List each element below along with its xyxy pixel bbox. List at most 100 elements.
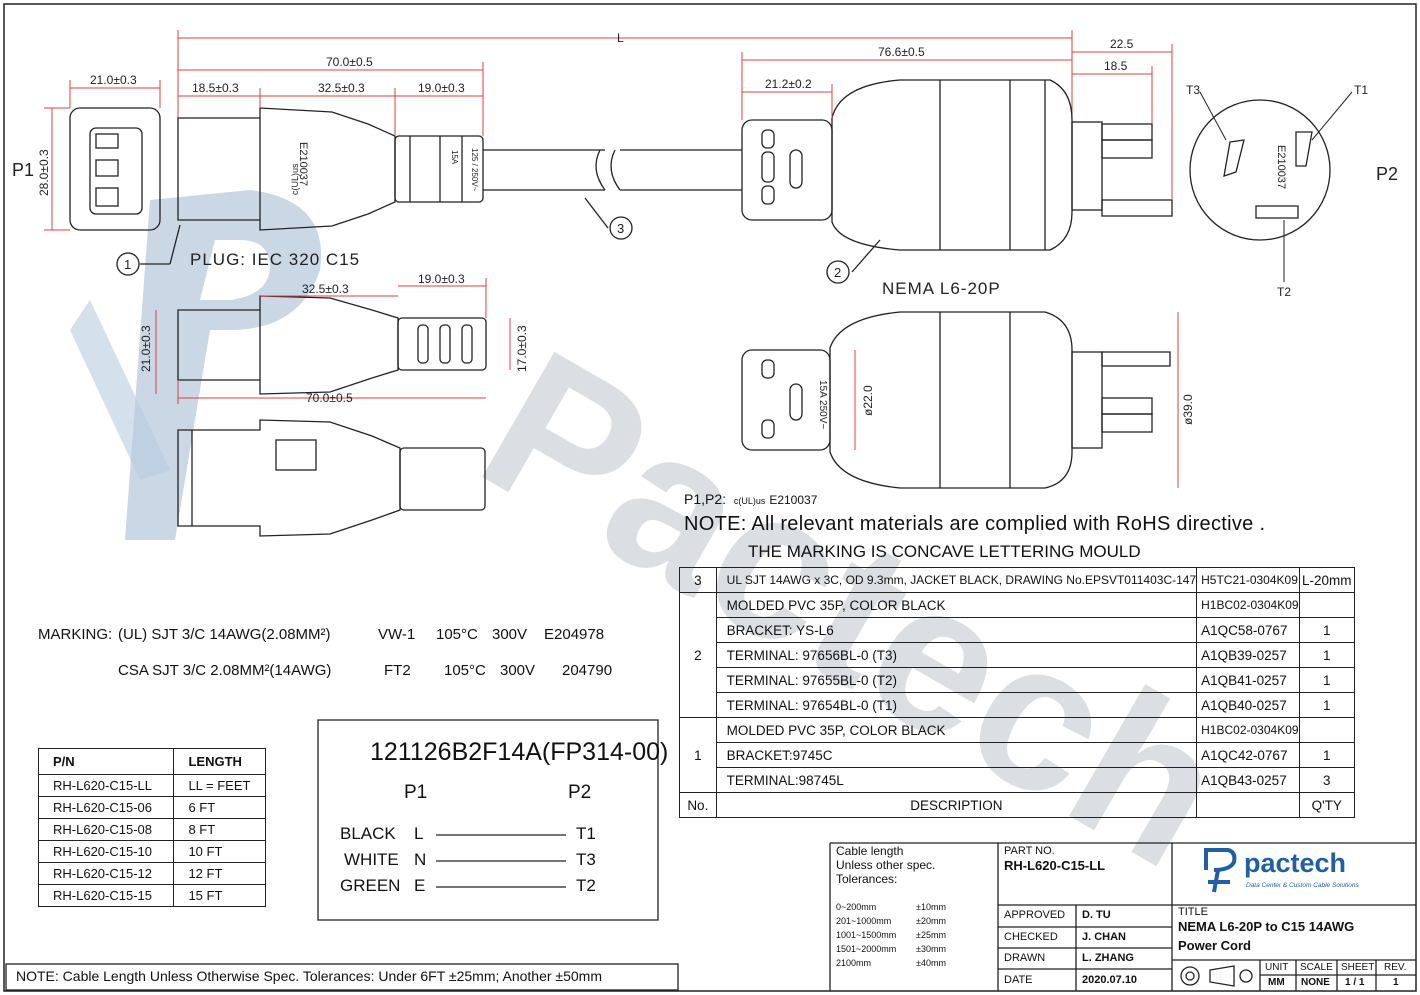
bom-footer-qty: Q'TY — [1298, 792, 1356, 818]
p1p2-cert: E210037 — [769, 493, 818, 507]
bom-code: A1QB43-0257 — [1196, 767, 1300, 793]
checked-label: CHECKED — [1004, 931, 1058, 943]
bom-row: BRACKET:9745C A1QC42-0767 1 — [680, 742, 1356, 768]
cable — [483, 149, 742, 191]
wire-to: T2 — [576, 876, 596, 895]
dim-22.5: 22.5 — [1110, 37, 1134, 51]
l6-top-view — [741, 311, 1171, 489]
dim-21-face: 21.0±0.3 — [90, 73, 137, 87]
callout-2-num: 2 — [834, 265, 841, 280]
dim-18.5-b: 18.5 — [1104, 59, 1128, 73]
tol-range: 0~200mm — [836, 902, 877, 912]
bom-qty: L-20mm — [1298, 567, 1356, 593]
bom-code: H1BC02-0304K09 — [1196, 717, 1300, 743]
dim-18.5: 18.5±0.3 — [192, 81, 239, 95]
bom-footer-desc: DESCRIPTION — [715, 792, 1198, 818]
wire-from: N — [414, 850, 427, 869]
bom-code: A1QB39-0257 — [1196, 642, 1300, 668]
marking-line1-volt: 300V — [492, 626, 528, 643]
tol-value: ±10mm — [916, 902, 946, 912]
bom-row: 2 MOLDED PVC 35P, COLOR BLACK H1BC02-030… — [679, 592, 1356, 718]
pn-cell: RH-L620-C15-08 — [37, 818, 175, 841]
logo-tagline: Data Center & Custom Cable Solutions — [1246, 882, 1359, 889]
length-cell: LL = FEET — [173, 774, 266, 797]
wire-to: T3 — [576, 850, 596, 869]
bom-desc: TERMINAL: 97656BL-0 (T3) — [715, 642, 1198, 668]
tolerance-row: 201~1000mm±20mm — [836, 916, 986, 926]
dim-28-face: 28.0±0.3 — [37, 149, 51, 196]
dim-phi22: ø22.0 — [861, 385, 875, 416]
title-block-frame — [829, 842, 1416, 991]
c15-bottom-view — [177, 419, 486, 537]
bom-qty — [1298, 592, 1356, 618]
dim-phi39: ø39.0 — [1181, 394, 1195, 425]
t3-label: T3 — [1186, 83, 1200, 97]
dim-21-v: 21.0±0.3 — [139, 325, 153, 372]
pn-cell: RH-L620-C15-10 — [37, 840, 175, 863]
bom-row: 1 MOLDED PVC 35P, COLOR BLACK H1BC02-030… — [679, 717, 1356, 793]
pn-cell: RH-L620-C15-15 — [37, 884, 175, 907]
bom-row: TERMINAL:98745L A1QB43-0257 3 — [680, 767, 1356, 793]
marking-line1-cert: E204978 — [544, 626, 605, 643]
marking-line2-volt: 300V — [500, 662, 536, 679]
scale-value: NONE — [1301, 977, 1330, 988]
dim-32.5-b: 32.5±0.3 — [302, 282, 349, 296]
plug2-label: NEMA L6-20P — [882, 279, 1001, 298]
c15-rating1: 15A — [450, 150, 459, 165]
bom-code: H5TC21-0304K09 — [1196, 567, 1300, 593]
title-label: TITLE — [1178, 906, 1208, 918]
callout-1-num: 1 — [124, 257, 131, 272]
dim-70-top: 70.0±0.5 — [326, 55, 373, 69]
marking-line1-spec: (UL) SJT 3/C 14AWG(2.08MM²) — [118, 626, 331, 643]
marking-label: MARKING: — [38, 626, 113, 643]
dim-32.5: 32.5±0.3 — [318, 81, 365, 95]
bom-row: 3 UL SJT 14AWG x 3C, OD 9.3mm, JACKET BL… — [679, 567, 1356, 593]
part-no-value: RH-L620-C15-LL — [1004, 858, 1106, 873]
c15-cert: E210037 — [297, 142, 309, 186]
c15-face-view — [69, 107, 161, 231]
bom-footer-no: No. — [679, 792, 717, 818]
pn-cell: RH-L620-C15-12 — [37, 862, 175, 885]
bom-desc: MOLDED PVC 35P, COLOR BLACK — [715, 717, 1198, 743]
bom-desc: TERMINAL:98745L — [715, 767, 1198, 793]
wiring-frame — [317, 719, 659, 921]
title-line2: Power Cord — [1178, 938, 1251, 953]
dim-19: 19.0±0.3 — [418, 81, 465, 95]
table-header-row: P/N LENGTH — [37, 748, 266, 775]
t1-label: T1 — [1354, 83, 1368, 97]
marking-line2-cert: 204790 — [562, 662, 613, 679]
t2-label: T2 — [1277, 285, 1291, 299]
rev-label: REV. — [1384, 962, 1407, 973]
wire-from: E — [414, 876, 426, 895]
tolerance-row: 1001~1500mm±25mm — [836, 930, 986, 940]
wiring-p2: P2 — [568, 782, 592, 803]
bom-qty: 3 — [1298, 767, 1356, 793]
l6-side-view — [741, 79, 1173, 251]
p1p2-note: P1,P2: c(UL)us E210037 — [684, 491, 817, 507]
marking-line2-ft: FT2 — [384, 662, 411, 679]
ul-mark: c(UL)us — [733, 496, 766, 506]
bom-code: A1QB41-0257 — [1196, 667, 1300, 693]
bom-footer-blank — [1196, 792, 1300, 818]
title-line1: NEMA L6-20P to C15 14AWG — [1178, 919, 1355, 934]
bom-row: TERMINAL: 97654BL-0 (T1) A1QB40-0257 1 — [680, 692, 1356, 718]
pn-cell: RH-L620-C15-LL — [37, 774, 175, 797]
callout-3-num: 3 — [617, 221, 624, 236]
tol-range: 1501~2000mm — [836, 944, 897, 954]
dim-19-b: 19.0±0.3 — [418, 272, 465, 286]
bottom-note-frame — [5, 963, 679, 991]
tolerance-row: 1501~2000mm±30mm — [836, 944, 986, 954]
c15-ul: c(UL)us — [290, 163, 300, 195]
sheet-label: SHEET — [1341, 962, 1375, 973]
tol-range: 1001~1500mm — [836, 930, 897, 940]
bom-desc: TERMINAL: 97654BL-0 (T1) — [715, 692, 1198, 718]
plug1-label: PLUG: IEC 320 C15 — [190, 250, 360, 269]
scale-label: SCALE — [1300, 962, 1333, 973]
part-no-label: PART NO. — [1004, 845, 1055, 857]
bom-code: A1QC42-0767 — [1196, 742, 1300, 768]
